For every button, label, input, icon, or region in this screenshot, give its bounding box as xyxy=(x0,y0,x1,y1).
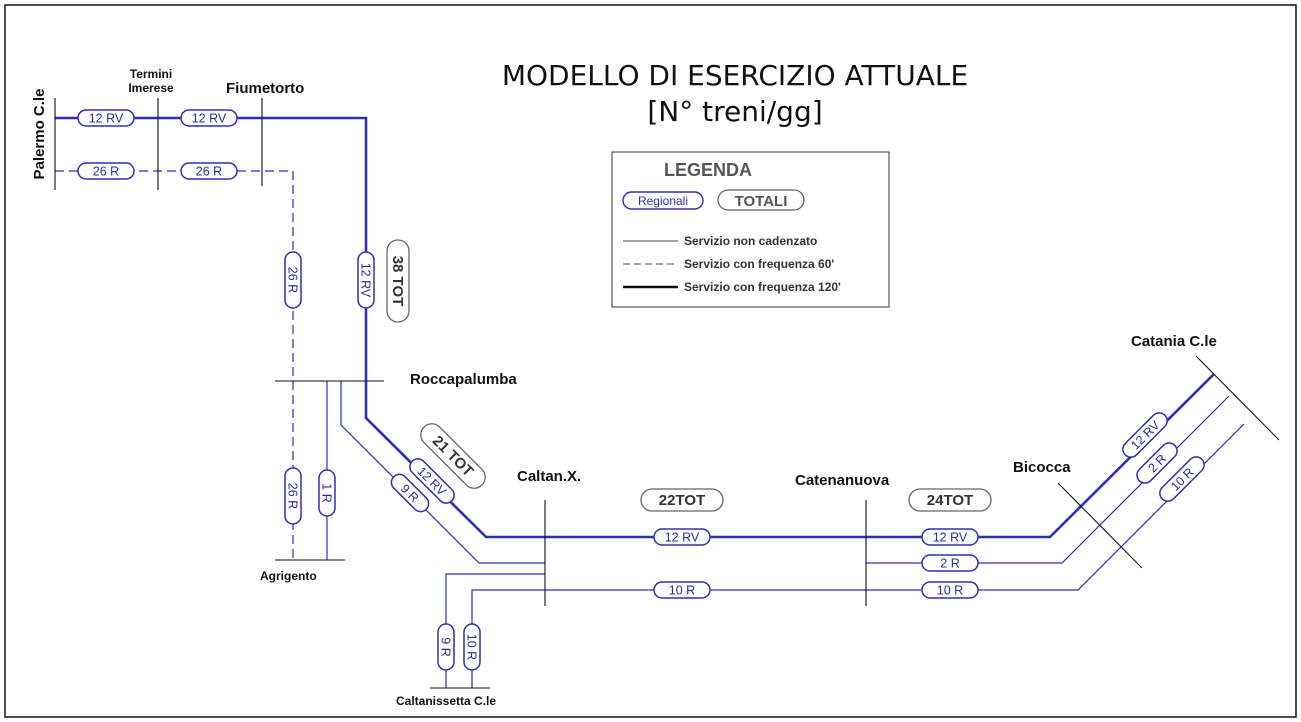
pill-text-12rv-main-east: 12 RV xyxy=(933,531,968,545)
pill-12rv-palermo xyxy=(77,109,135,127)
pill-26r-palermo xyxy=(77,162,135,180)
tot-text-24: 24TOT xyxy=(927,492,973,509)
tick-bicocca xyxy=(1057,482,1143,569)
pill-10r-catania xyxy=(1159,456,1205,502)
pill-text-12rv-vert: 12 RV xyxy=(359,263,373,298)
pill-10r-main-east xyxy=(921,581,979,599)
pill-text-1r-vert: 1 R xyxy=(320,483,334,502)
tot-text-22: 22TOT xyxy=(659,492,705,509)
pill-text-26r-vert-lower: 26 R xyxy=(286,483,300,509)
pill-text-12rv-palermo: 12 RV xyxy=(89,112,124,126)
pill-2r-main-east xyxy=(921,554,979,572)
line-r9-caltanissetta xyxy=(445,573,545,688)
legend-box: LEGENDA Regionali TOTALI Servizio non ca… xyxy=(611,151,890,308)
legend-title: LEGENDA xyxy=(664,160,752,180)
pill-text-10r-caltanissetta: 10 R xyxy=(465,634,479,660)
pill-12rv-main-east xyxy=(921,528,979,546)
pill-12rv-main-mid xyxy=(653,528,711,546)
legend-item-dashed: Servizio con frequenza 60' xyxy=(684,257,834,271)
station-bicocca: Bicocca xyxy=(1013,459,1071,476)
pill-text-10r-main-mid: 10 R xyxy=(669,584,695,598)
pill-12rv-vert xyxy=(357,251,375,309)
station-catania: Catania C.le xyxy=(1131,333,1217,350)
station-termini-line2: Imerese xyxy=(128,81,174,95)
diagram-subtitle: [N° treni/gg] xyxy=(647,95,822,128)
pill-text-26r-vert-upper: 26 R xyxy=(286,267,300,293)
pill-text-12rv-termini: 12 RV xyxy=(192,112,227,126)
pill-9r-diag xyxy=(390,473,430,513)
tot-text-38: 38 TOT xyxy=(389,256,406,307)
pill-10r-caltanissetta xyxy=(463,623,481,671)
line-r10 xyxy=(471,423,1245,688)
pill-12rv-catania xyxy=(1122,412,1168,458)
pill-26r-termini xyxy=(180,162,238,180)
station-caltanissetta: Caltanissetta C.le xyxy=(396,694,496,708)
station-agrigento: Agrigento xyxy=(260,569,317,583)
pill-text-9r-caltanissetta: 9 R xyxy=(439,637,453,656)
tot-38 xyxy=(386,239,410,323)
station-catenanuova: Catenanuova xyxy=(795,472,890,489)
pill-1r-vert xyxy=(318,469,336,517)
frame-border xyxy=(4,4,1297,718)
pill-12rv-diag xyxy=(409,458,455,504)
pill-2r-catania xyxy=(1136,442,1178,484)
pill-9r-caltanissetta xyxy=(437,623,455,671)
pill-26r-vert-upper xyxy=(284,251,302,309)
pill-10r-main-mid xyxy=(653,581,711,599)
legend-border xyxy=(611,151,890,308)
tick-catania xyxy=(1195,355,1280,441)
pill-12rv-termini xyxy=(180,109,238,127)
station-roccapalumba: Roccapalumba xyxy=(410,371,517,388)
tot-21 xyxy=(420,423,486,489)
tot-24 xyxy=(908,488,992,512)
legend-total-pill xyxy=(717,189,805,211)
pill-text-10r-main-east: 10 R xyxy=(937,584,963,598)
pill-text-2r-main-east: 2 R xyxy=(940,557,959,571)
station-caltanx: Caltan.X. xyxy=(517,468,581,485)
station-termini-line1: Termini xyxy=(130,67,172,81)
legend-regional-pill xyxy=(622,191,704,210)
station-palermo: Palermo C.le xyxy=(31,89,48,180)
legend-item-thin: Servizio non cadenzato xyxy=(684,234,817,248)
legend-regional-label: Regionali xyxy=(638,194,688,208)
pill-26r-vert-lower xyxy=(284,467,302,525)
line-r26-dashed xyxy=(55,170,294,560)
legend-total-label: TOTALI xyxy=(735,193,788,210)
pill-text-26r-palermo: 26 R xyxy=(93,165,119,179)
station-fiumetorto: Fiumetorto xyxy=(226,80,304,97)
tot-22 xyxy=(640,488,724,512)
legend-item-thick: Servizio con frequenza 120' xyxy=(684,280,841,294)
diagram-title: MODELLO DI ESERCIZIO ATTUALE xyxy=(502,59,968,92)
pill-text-26r-termini: 26 R xyxy=(196,165,222,179)
pill-text-12rv-main-mid: 12 RV xyxy=(665,531,700,545)
